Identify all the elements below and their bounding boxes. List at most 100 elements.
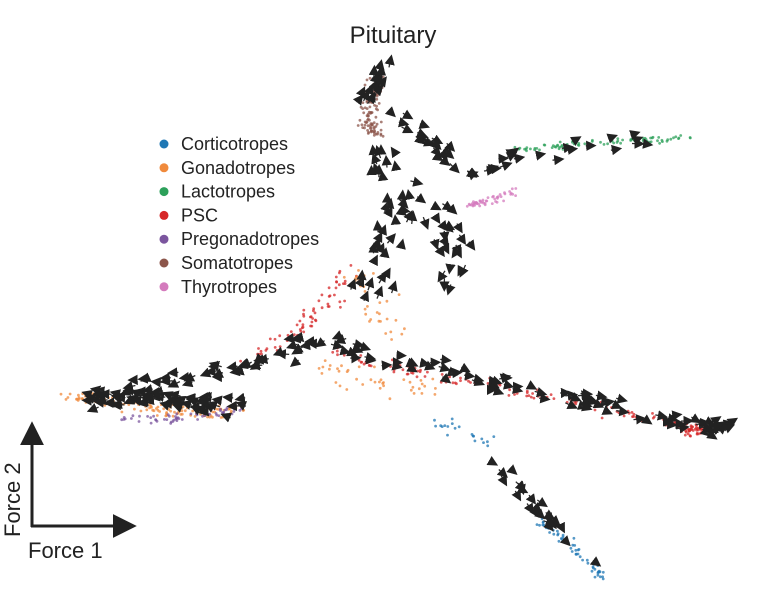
- cell-point: [122, 416, 126, 419]
- cell-point: [491, 195, 494, 199]
- cell-point: [529, 147, 532, 151]
- cell-point: [107, 396, 110, 399]
- cell-point: [651, 412, 654, 415]
- cell-point: [164, 414, 168, 418]
- cell-point: [291, 342, 295, 345]
- cell-point: [127, 403, 131, 406]
- cell-point: [310, 320, 314, 324]
- cell-point: [481, 198, 485, 202]
- velocity-arrow: [372, 162, 383, 175]
- velocity-arrow: [445, 263, 456, 275]
- cell-point: [321, 365, 325, 369]
- velocity-arrow: [589, 556, 602, 567]
- cell-point: [408, 380, 412, 384]
- cell-point: [138, 414, 141, 418]
- cell-point: [453, 381, 457, 385]
- cell-point: [514, 194, 517, 198]
- cell-point: [196, 418, 200, 421]
- cell-point: [525, 394, 529, 398]
- velocity-arrow: [167, 378, 181, 388]
- cell-point: [503, 192, 507, 196]
- velocity-arrow: [373, 285, 384, 299]
- cell-point: [175, 419, 179, 422]
- cell-point: [273, 346, 277, 349]
- velocity-arrow: [430, 138, 442, 150]
- cell-point: [239, 359, 243, 363]
- cell-point: [373, 365, 376, 369]
- cell-point: [372, 121, 376, 125]
- cell-point: [509, 192, 513, 196]
- cell-point: [649, 140, 653, 144]
- cell-point: [440, 425, 444, 428]
- cell-point: [379, 120, 383, 124]
- cell-point: [298, 319, 302, 323]
- cell-point: [343, 299, 346, 303]
- cell-point: [694, 426, 698, 429]
- cell-point: [390, 338, 393, 341]
- velocity-arrow: [355, 86, 366, 98]
- velocity-arrow: [126, 394, 138, 405]
- cell-point: [657, 136, 661, 139]
- velocity-arrow: [292, 331, 305, 343]
- cell-point: [106, 390, 110, 394]
- cell-point: [137, 420, 141, 423]
- cell-point: [621, 138, 624, 142]
- cell-point: [257, 352, 261, 356]
- cell-point: [556, 144, 559, 148]
- velocity-arrow: [405, 357, 417, 368]
- velocity-arrow: [439, 230, 450, 243]
- velocity-arrow: [565, 399, 578, 410]
- cell-point: [600, 416, 604, 420]
- cell-point: [502, 199, 505, 203]
- velocity-arrow: [467, 170, 479, 181]
- cell-point: [155, 407, 158, 410]
- velocity-arrow: [451, 246, 462, 259]
- cell-point: [535, 388, 539, 392]
- cell-point: [372, 133, 376, 137]
- cell-point: [180, 418, 184, 421]
- cell-point: [583, 142, 587, 146]
- velocity-arrow: [431, 151, 444, 162]
- cell-point: [365, 99, 369, 103]
- velocity-arrow: [350, 352, 362, 364]
- velocity-arrow: [384, 197, 395, 210]
- velocity-arrow: [443, 148, 455, 160]
- cell-point: [379, 320, 382, 323]
- cell-point: [369, 364, 373, 368]
- cell-point: [84, 401, 88, 404]
- velocity-arrow: [539, 393, 551, 404]
- legend-label: Somatotropes: [181, 253, 293, 273]
- cell-scatter-layer: [59, 75, 731, 581]
- velocity-arrow: [404, 189, 415, 201]
- cell-point: [612, 141, 616, 145]
- cell-point: [590, 569, 594, 573]
- cell-point: [162, 407, 166, 411]
- legend-label: Pregonadotropes: [181, 229, 319, 249]
- cell-point: [510, 187, 514, 191]
- velocity-arrow: [390, 146, 401, 159]
- cell-point: [81, 397, 84, 400]
- velocity-arrow: [84, 393, 97, 404]
- cell-point: [440, 373, 444, 376]
- velocity-arrow: [465, 239, 476, 251]
- cell-point: [412, 392, 416, 395]
- velocity-arrow: [208, 360, 219, 372]
- velocity-arrow: [569, 392, 582, 402]
- velocity-arrow: [178, 371, 191, 383]
- velocity-arrow: [397, 197, 409, 209]
- velocity-arrow: [525, 380, 538, 390]
- velocity-arrow: [499, 373, 512, 384]
- cell-point: [568, 397, 571, 401]
- cell-point: [340, 364, 343, 368]
- velocity-arrow: [364, 352, 377, 363]
- cell-point: [434, 424, 437, 428]
- cell-point: [388, 397, 392, 401]
- cell-point: [581, 558, 584, 562]
- velocity-arrow: [437, 270, 448, 283]
- velocity-arrow: [633, 414, 647, 425]
- cell-point: [342, 275, 346, 279]
- velocity-arrow: [109, 389, 122, 400]
- cell-point: [556, 529, 559, 533]
- velocity-arrow: [640, 414, 653, 425]
- cell-point: [77, 396, 81, 399]
